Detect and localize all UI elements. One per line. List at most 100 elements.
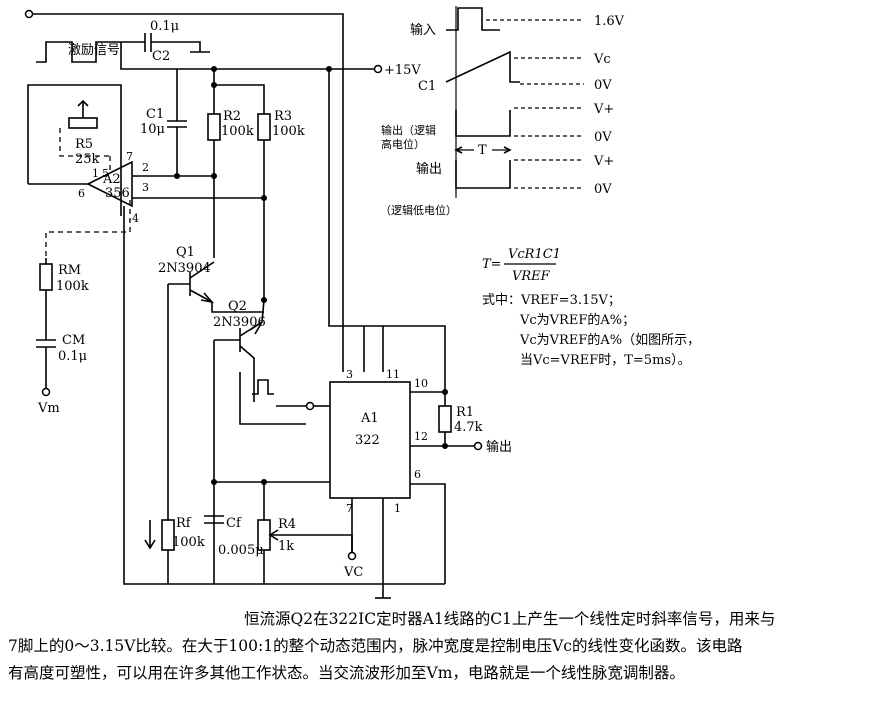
vm-terminal[interactable]: [41, 387, 51, 397]
caption-line-2: 7脚上的0～3.15V比较。在大于100:1的整个动态范围内，脉冲宽度是控制电压…: [8, 637, 743, 655]
caption-paragraph: 恒流源Q2在322IC定时器A1线路的C1上产生一个线性定时斜率信号，用来与: [196, 606, 886, 633]
r2-name: R2: [223, 109, 241, 124]
rm-value: 100k: [56, 279, 89, 294]
rf-name: Rf: [176, 516, 192, 531]
r2-value: 100k: [221, 124, 254, 139]
c2-name: C2: [152, 49, 170, 64]
wave-period-label: T: [478, 143, 487, 158]
wave-input-label: 输入: [410, 22, 436, 38]
wire-feedback-loop: [27, 84, 122, 216]
vc-label: VC: [343, 565, 363, 580]
a1-pin-12: 12: [414, 430, 428, 443]
capacitor-cf: [204, 515, 224, 524]
wire-supply-to-a1-pin11: [328, 69, 384, 372]
r4-name: R4: [278, 517, 296, 532]
cm-value: 0.1μ: [58, 349, 87, 364]
excitation-pulse-waveform: [36, 41, 145, 63]
a1-pin-11: 11: [386, 368, 400, 381]
a2-pin-2: 2: [142, 161, 149, 174]
wave-out-low-label: 输出: [416, 161, 442, 177]
transistor-q2: [214, 299, 265, 402]
wave-zero-1: 0V: [594, 78, 612, 93]
wave-vc-level: Vc: [593, 52, 611, 67]
capacitor-c2: [144, 33, 210, 53]
cf-name: Cf: [226, 516, 242, 531]
a2-pin-5: 5: [102, 167, 109, 180]
formula-denominator: VREF: [512, 269, 551, 284]
opamp-a2: [86, 160, 133, 208]
r3-name: R3: [274, 109, 292, 124]
waveform-panel: [445, 6, 584, 198]
rf-value: 100k: [172, 535, 205, 550]
q1-name: Q1: [176, 245, 195, 260]
a2-dashed-offset-link: [45, 200, 131, 258]
a2-name: A2: [102, 172, 121, 187]
wave-vplus-1: V+: [593, 102, 614, 117]
c2-value: 0.1μ: [150, 19, 179, 34]
transistor-q1: [168, 261, 264, 313]
cf-value: 0.005μ: [218, 543, 264, 558]
a2-part: 356: [105, 186, 130, 201]
wave-out-high-label-2: 高电位）: [381, 137, 425, 151]
supply-rail: [120, 42, 374, 70]
vm-label: Vm: [37, 401, 60, 416]
r1-value: 4.7k: [454, 420, 483, 435]
a1-name: A1: [360, 411, 379, 426]
supply-label: +15V: [384, 63, 421, 78]
resistor-r3: [214, 84, 271, 198]
capacitor-cm: [36, 339, 56, 388]
output-high-waveform: [455, 110, 511, 137]
caption-continuation: 7脚上的0～3.15V比较。在大于100:1的整个动态范围内，脉冲宽度是控制电压…: [8, 633, 888, 687]
r5-name: R5: [75, 137, 93, 152]
q2-part: 2N3906: [213, 315, 266, 330]
a2-pin-1: 1: [92, 167, 99, 180]
c1-value: 10μ: [140, 122, 165, 137]
a2-pin-7: 7: [126, 150, 133, 163]
trigger-terminal[interactable]: [305, 401, 315, 411]
supply-terminal[interactable]: [373, 64, 383, 74]
wave-level-1-6v: 1.6V: [594, 14, 625, 29]
a2-pin-4: 4: [132, 212, 139, 225]
wave-out-low-note: （逻辑低电位）: [380, 203, 457, 217]
input-waveform: [446, 7, 500, 31]
resistor-r1: [438, 392, 452, 446]
formula-where-1: 式中：VREF=3.15V；: [482, 293, 621, 308]
a1-pin-1: 1: [394, 502, 401, 515]
formula-where-4: 当Vc=VREF时，T=5ms）。: [520, 353, 691, 368]
a1-pin-7: 7: [346, 502, 353, 515]
caption-line-1: 恒流源Q2在322IC定时器A1线路的C1上产生一个线性定时斜率信号，用来与: [244, 610, 776, 628]
wire-top-to-a1-pin3: [33, 13, 344, 372]
excitation-signal-label: 激励信号: [68, 43, 120, 58]
q1-part: 2N3904: [158, 261, 211, 276]
r3-value: 100k: [272, 124, 305, 139]
ground-symbol: [375, 584, 391, 599]
resistor-rm: [39, 258, 53, 340]
resistor-rf: [144, 512, 175, 584]
top-input-terminal[interactable]: [24, 9, 34, 19]
a1-pin-6: 6: [414, 468, 421, 481]
wire-trigger: [239, 372, 306, 425]
circuit-schematic: 激励信号 0.1μ C2 +15V R5 25k A2 356 7 2 3 6 …: [24, 6, 700, 599]
r1-name: R1: [456, 405, 474, 420]
a1-part: 322: [355, 433, 380, 448]
c1-name: C1: [146, 107, 164, 122]
timer-a1: [329, 381, 411, 499]
wire-a2-pin4-ground: [123, 206, 383, 585]
formula-lhs: T=: [482, 257, 502, 272]
wire-a1-pin10: [383, 325, 446, 393]
capacitor-c1: [167, 69, 187, 176]
a2-pin-3: 3: [142, 181, 149, 194]
cm-name: CM: [62, 333, 85, 348]
vc-terminal[interactable]: [347, 551, 357, 561]
a1-pin-10: 10: [414, 377, 428, 390]
formula-where-2: Vc为VREF的A%；: [519, 312, 635, 328]
formula-numerator: VcR1C1: [508, 247, 561, 262]
r5-dashed-link-a: [59, 128, 110, 157]
formula-where-3: Vc为VREF的A%（如图所示，: [519, 332, 700, 348]
output-terminal[interactable]: [473, 441, 483, 451]
wire-a1-pin6-ground: [410, 483, 446, 584]
r5-value: 25k: [75, 152, 100, 167]
a2-pin-6: 6: [78, 187, 85, 200]
wave-zero-3: 0V: [594, 182, 612, 197]
output-label: 输出: [486, 439, 512, 455]
